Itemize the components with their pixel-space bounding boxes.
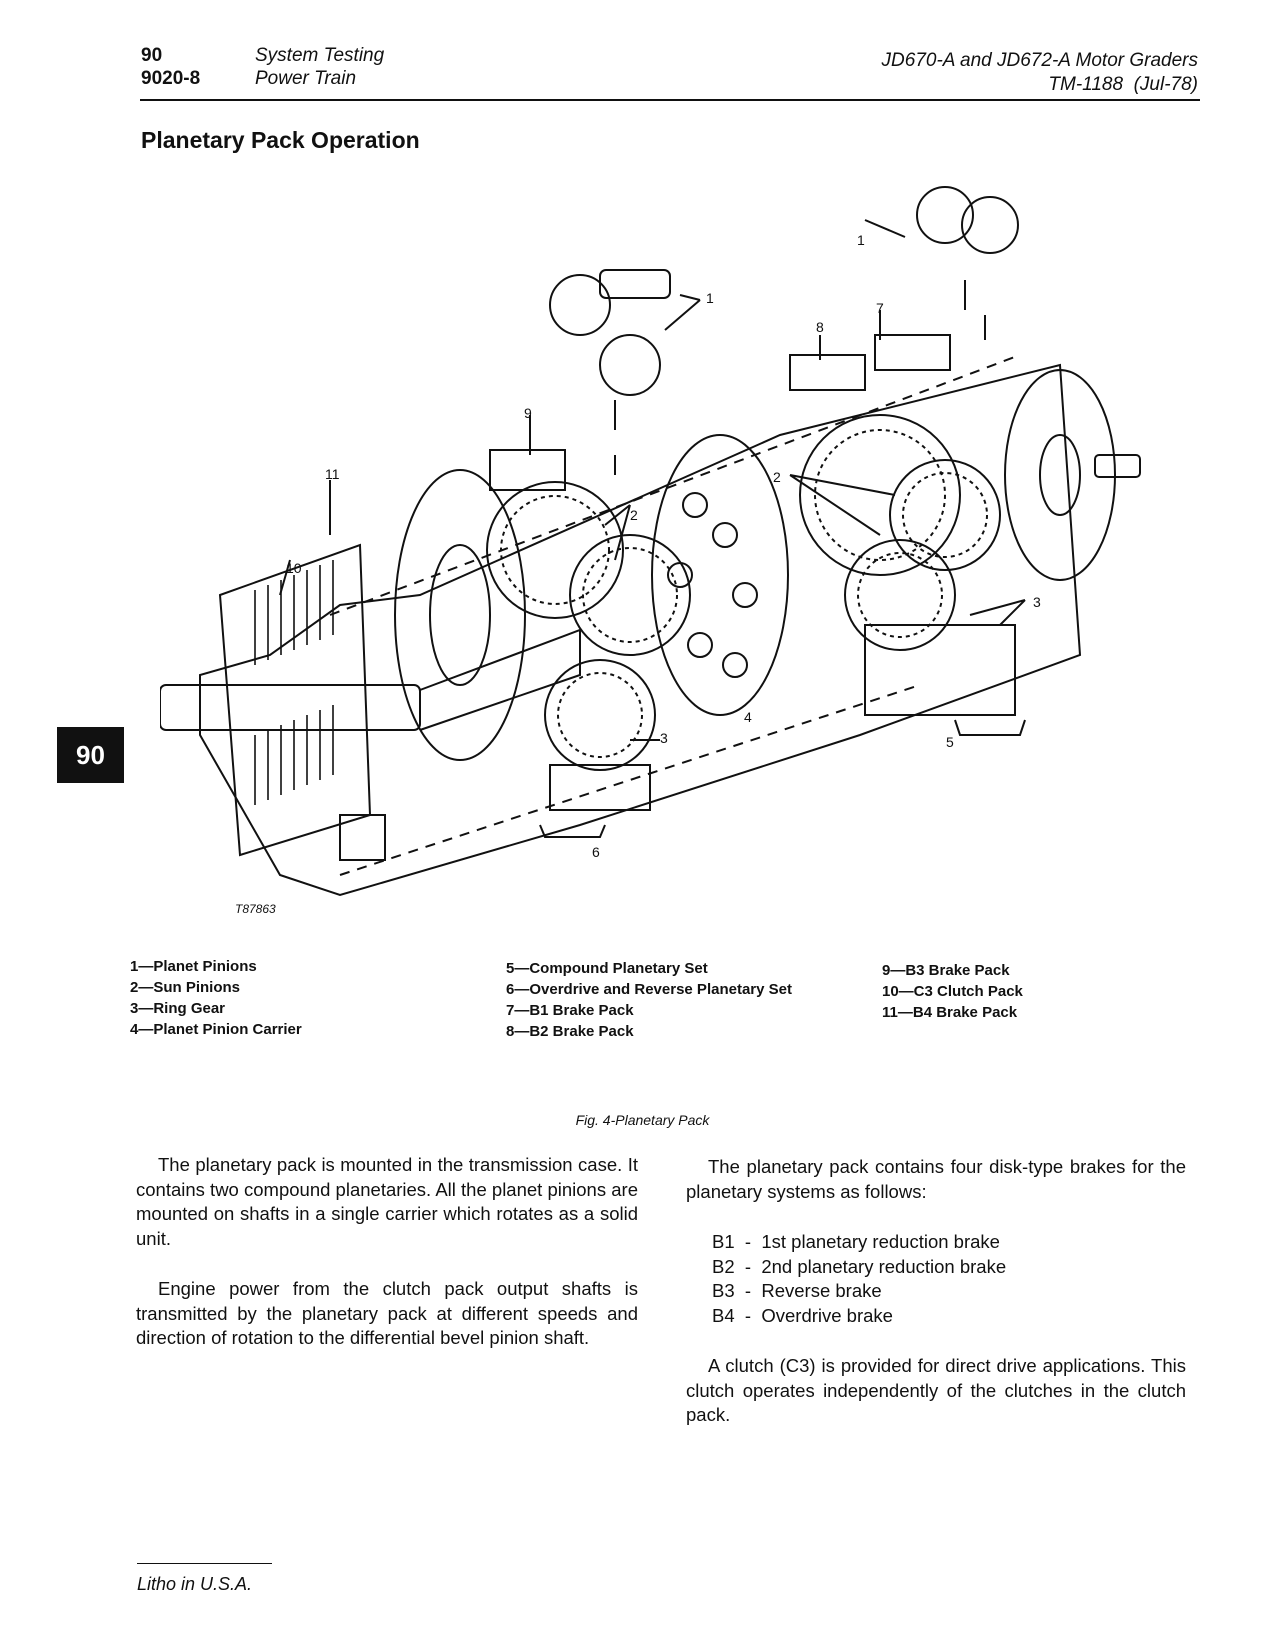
legend-item: 11—B4 Brake Pack bbox=[882, 1004, 1018, 1021]
paragraph: Engine power from the clutch pack output… bbox=[136, 1278, 638, 1348]
svg-text:2: 2 bbox=[630, 507, 638, 523]
legend-item: 6—Overdrive and Reverse Planetary Set bbox=[506, 981, 792, 998]
svg-text:1: 1 bbox=[706, 290, 714, 306]
manual-title: JD670-A and JD672-A Motor Graders bbox=[881, 50, 1198, 71]
legend-item: 7—B1 Brake Pack bbox=[506, 1002, 634, 1019]
legend-item: 1—Planet Pinions bbox=[130, 958, 257, 975]
legend-item: 2—Sun Pinions bbox=[130, 979, 241, 996]
section-subtitle: Power Train bbox=[255, 68, 357, 89]
svg-text:5: 5 bbox=[946, 734, 954, 750]
paragraph: The planetary pack contains four disk-ty… bbox=[686, 1156, 1186, 1202]
manual-code: TM-1188 (Jul-78) bbox=[1048, 74, 1198, 95]
svg-text:11: 11 bbox=[325, 466, 340, 482]
brake-list: B1 - 1st planetary reduction brake B2 - … bbox=[712, 1230, 1186, 1328]
brake-item: B4 - Overdrive brake bbox=[712, 1304, 893, 1326]
left-column: The planetary pack is mounted in the tra… bbox=[136, 1153, 638, 1377]
svg-text:9: 9 bbox=[524, 405, 532, 421]
legend-item: 8—B2 Brake Pack bbox=[506, 1023, 634, 1040]
svg-text:7: 7 bbox=[876, 300, 884, 316]
figure-image-id: T87863 bbox=[235, 902, 276, 916]
svg-text:1: 1 bbox=[857, 232, 865, 248]
legend-item: 10—C3 Clutch Pack bbox=[882, 983, 1023, 1000]
right-column: The planetary pack contains four disk-ty… bbox=[686, 1155, 1186, 1454]
brake-item: B3 - Reverse brake bbox=[712, 1280, 882, 1301]
svg-text:3: 3 bbox=[660, 730, 668, 746]
legend-column-1: 1—Planet Pinions 2—Sun Pinions 3—Ring Ge… bbox=[130, 956, 302, 1040]
footer-rule bbox=[137, 1563, 272, 1564]
header-rule bbox=[140, 99, 1200, 101]
legend-item: 5—Compound Planetary Set bbox=[506, 960, 708, 977]
svg-text:2: 2 bbox=[773, 469, 781, 485]
svg-text:4: 4 bbox=[744, 709, 752, 725]
page-number: 90 bbox=[141, 45, 163, 66]
planetary-pack-illustration: 1 1 2 2 3 3 4 5 6 7 8 9 10 11 T87863 bbox=[160, 186, 1141, 916]
section-title: System Testing bbox=[255, 45, 385, 66]
section-tab: 90 bbox=[57, 727, 124, 783]
svg-text:3: 3 bbox=[1033, 594, 1041, 610]
legend-column-2: 5—Compound Planetary Set 6—Overdrive and… bbox=[506, 958, 792, 1042]
svg-text:6: 6 bbox=[592, 844, 600, 860]
section-code: 9020-8 bbox=[141, 68, 201, 89]
legend-item: 9—B3 Brake Pack bbox=[882, 962, 1010, 979]
legend-item: 3—Ring Gear bbox=[130, 1000, 226, 1017]
paragraph: A clutch (C3) is provided for direct dri… bbox=[686, 1355, 1186, 1425]
legend-item: 4—Planet Pinion Carrier bbox=[130, 1021, 302, 1038]
legend-column-3: 9—B3 Brake Pack 10—C3 Clutch Pack 11—B4 … bbox=[882, 960, 1023, 1023]
figure-caption: Fig. 4-Planetary Pack bbox=[575, 1112, 710, 1128]
paragraph: The planetary pack is mounted in the tra… bbox=[136, 1154, 638, 1249]
svg-text:8: 8 bbox=[816, 319, 824, 335]
brake-item: B1 - 1st planetary reduction brake bbox=[712, 1231, 1000, 1252]
page-title: Planetary Pack Operation bbox=[141, 127, 420, 153]
footer-text: Litho in U.S.A. bbox=[137, 1574, 253, 1594]
brake-item: B2 - 2nd planetary reduction brake bbox=[712, 1255, 1007, 1277]
svg-text:10: 10 bbox=[286, 560, 302, 576]
